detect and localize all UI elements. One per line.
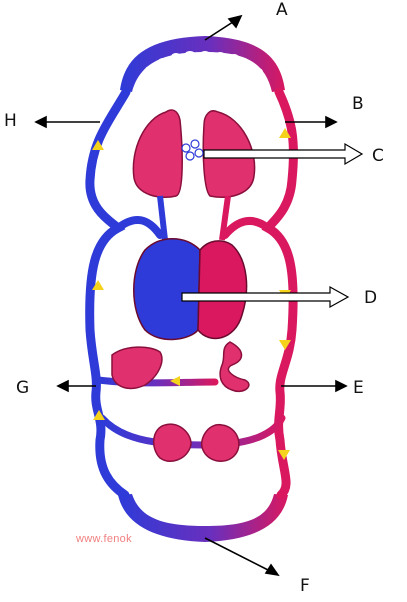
intestines [220,342,249,391]
pulmonary-capillary-network [120,36,285,92]
systemic-capillary-network [118,494,288,542]
label-b: B [352,96,364,113]
label-g: G [16,380,29,397]
arrow-e-icon [336,381,346,391]
arrow-f-icon [266,565,278,575]
label-f: F [300,578,310,595]
label-d: D [364,290,377,307]
arrow-b-icon [326,117,336,127]
label-h: H [4,113,17,130]
watermark: www.fenok [76,533,132,545]
lung-capillary-cluster [182,140,203,160]
label-c: C [372,148,384,165]
label-e: E [353,380,364,397]
left-lung [133,110,182,197]
label-a: A [276,2,288,19]
arrow-h-icon [36,117,46,127]
heart [134,239,247,340]
arrow-g-icon [58,381,68,391]
arrow-a-icon [229,16,241,27]
